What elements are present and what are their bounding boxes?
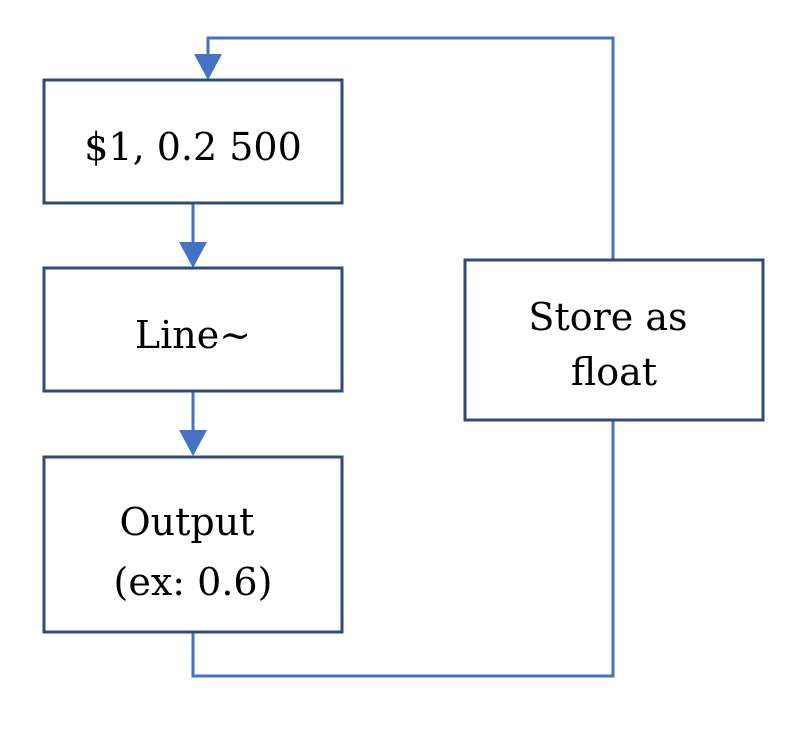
line-node: Line~ — [42, 266, 344, 393]
input-label: $1, 0.2 500 — [84, 125, 302, 169]
store-label: Store as float — [528, 295, 699, 394]
output-node: Output (ex: 0.6) — [42, 455, 344, 634]
store-box — [463, 258, 765, 422]
input-node: $1, 0.2 500 — [42, 78, 344, 205]
loop-connector-bottom — [191, 420, 615, 678]
arrowhead-into-output — [179, 430, 207, 456]
input-label-line-1: $1, 0.2 500 — [84, 125, 302, 169]
loop-connector-top — [206, 36, 615, 260]
arrowhead-into-line — [179, 242, 207, 268]
store-node: Store as float — [463, 258, 765, 422]
arrowhead-into-input — [194, 54, 222, 80]
store-label-line-2: float — [571, 350, 657, 394]
output-label: Output (ex: 0.6) — [114, 500, 273, 604]
output-label-line-1: Output — [119, 500, 254, 544]
line-label: Line~ — [135, 313, 251, 357]
input-box — [42, 78, 344, 205]
line-box — [42, 266, 344, 393]
output-box — [42, 455, 344, 634]
store-label-line-1: Store as — [528, 295, 687, 339]
line-label-line-1: Line~ — [135, 313, 251, 357]
output-label-line-2: (ex: 0.6) — [114, 560, 273, 604]
